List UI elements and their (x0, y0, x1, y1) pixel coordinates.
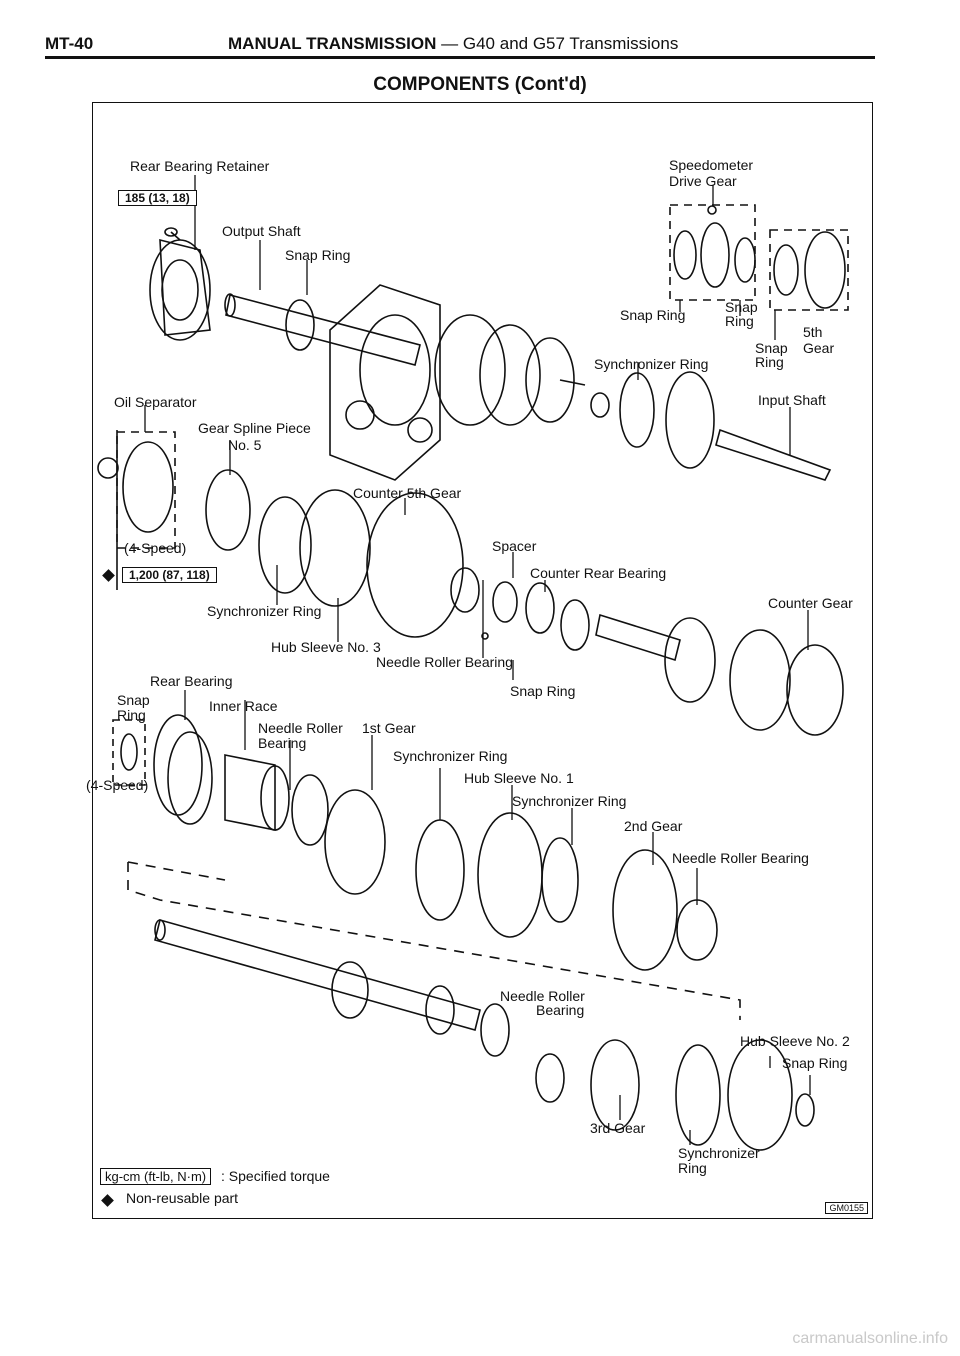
label-snap-ring-top: Snap Ring (285, 247, 351, 263)
label-needle-roller-b: Needle Roller (500, 988, 585, 1004)
label-gear-spline-piece: Gear Spline Piece (198, 420, 311, 436)
speedometer-drive-gear-part (669, 204, 756, 301)
label-four-speed-b: (4-Speed) (86, 777, 149, 793)
label-first-gear: 1st Gear (362, 720, 416, 736)
label-input-shaft: Input Shaft (758, 392, 826, 408)
label-needle-roller-a: Needle Roller (258, 720, 343, 736)
label-needle-roller-bearing-mid: Needle Roller Bearing (376, 654, 513, 670)
label-rear-bearing: Rear Bearing (150, 673, 233, 689)
label-counter-rear-bearing: Counter Rear Bearing (530, 565, 667, 581)
torque-counter: 1,200 (87, 118) (122, 567, 217, 583)
label-counter-gear: Counter Gear (768, 595, 853, 611)
input-shaft-part (590, 371, 832, 481)
hub-sleeve-no1-part (415, 812, 579, 938)
assembly-guide-line-top (127, 861, 226, 881)
label-snap-ring-left-b: Ring (117, 707, 146, 723)
counter-rear-bearing-part (450, 567, 590, 651)
label-synchronizer-ring-mid: Synchronizer Ring (207, 603, 322, 619)
fifth-gear-part (769, 229, 849, 311)
legend-torque: kg-cm (ft-lb, N·m) : Specified torque (100, 1168, 330, 1185)
oil-separator-part (97, 430, 176, 590)
assembly-guide-line (127, 862, 741, 1020)
section-title-main: MANUAL TRANSMISSION (228, 34, 437, 53)
label-drive-gear: Drive Gear (669, 173, 737, 189)
label-synchronizer-ring-top: Synchronizer Ring (594, 356, 709, 372)
label-snap-ring-left-a: Snap (117, 692, 150, 708)
legend-torque-desc: : Specified torque (221, 1168, 330, 1184)
inner-race-part (224, 754, 329, 846)
label-fifth: 5th (803, 324, 823, 340)
label-rear-bearing-retainer: Rear Bearing Retainer (130, 158, 270, 174)
label-third-gear: 3rd Gear (590, 1120, 646, 1136)
label-bearing-b: Bearing (536, 1002, 585, 1018)
label-four-speed-a: (4-Speed) (124, 540, 187, 556)
page-code: MT-40 (45, 34, 94, 53)
counter-5th-gear-part (205, 469, 464, 638)
rear-bearing-part (112, 714, 213, 825)
torque-retainer: 185 (13, 18) (118, 190, 197, 206)
label-second-gear: 2nd Gear (624, 818, 683, 834)
diagram-frame (92, 102, 873, 1219)
label-no5: No. 5 (228, 437, 262, 453)
hub-sleeve-no2-part (675, 1039, 815, 1151)
needle-roller-bearing-part (535, 1053, 565, 1103)
label-spacer: Spacer (492, 538, 537, 554)
page-heading: COMPONENTS (Cont'd) (373, 74, 587, 95)
retainer-bolt (164, 227, 181, 241)
label-hub-sleeve-no3: Hub Sleeve No. 3 (271, 639, 381, 655)
second-gear-part (612, 849, 718, 971)
label-inner-race: Inner Race (209, 698, 278, 714)
label-snap-ring-sp2-b: Ring (725, 313, 754, 329)
counter-gear-part (595, 613, 844, 736)
label-hub-sleeve-no2: Hub Sleeve No. 2 (740, 1033, 850, 1049)
rear-bearing-retainer-part (149, 238, 211, 341)
label-synchronizer-bottom-a: Synchronizer (678, 1145, 760, 1161)
label-snap-ring-5b: Ring (755, 354, 784, 370)
label-synchronizer-ring-low2: Synchronizer Ring (512, 793, 627, 809)
label-bearing-a: Bearing (258, 735, 307, 751)
label-snap-ring-bottom: Snap Ring (782, 1055, 848, 1071)
label-hub-sleeve-no1: Hub Sleeve No. 1 (464, 770, 574, 786)
label-speedometer: Speedometer (669, 157, 754, 173)
label-needle-roller-bearing-right: Needle Roller Bearing (672, 850, 809, 866)
label-snap-ring-5a: Snap (755, 340, 788, 356)
third-gear-part (590, 1039, 640, 1131)
legend-torque-unit: kg-cm (ft-lb, N·m) (100, 1168, 212, 1185)
label-gear-5: Gear (803, 340, 835, 356)
figure-code: GM0155 (825, 1202, 868, 1214)
label-synchronizer-ring-low: Synchronizer Ring (393, 748, 508, 764)
intermediate-plate-part (329, 284, 441, 481)
legend-nonreusable: Non-reusable part (126, 1190, 239, 1206)
gear-cluster-part (434, 314, 586, 426)
label-snap-ring-sp2-a: Snap (725, 299, 758, 315)
label-synchronizer-bottom-b: Ring (678, 1160, 707, 1176)
label-snap-ring-mid: Snap Ring (510, 683, 576, 699)
snap-ring-part (285, 299, 315, 351)
label-snap-ring-sp: Snap Ring (620, 307, 686, 323)
header-rule (45, 56, 875, 59)
section-title: MANUAL TRANSMISSION — G40 and G57 Transm… (228, 34, 678, 54)
first-gear-part (324, 789, 386, 895)
output-shaft-part (224, 293, 421, 366)
main-shaft-part (154, 919, 510, 1057)
label-oil-separator: Oil Separator (114, 394, 197, 410)
section-title-sub: — G40 and G57 Transmissions (441, 34, 679, 53)
label-counter-5th-gear: Counter 5th Gear (353, 485, 462, 501)
watermark: carmanualsonline.info (792, 1330, 948, 1347)
leader-lines (144, 175, 811, 1145)
label-output-shaft: Output Shaft (222, 223, 301, 239)
